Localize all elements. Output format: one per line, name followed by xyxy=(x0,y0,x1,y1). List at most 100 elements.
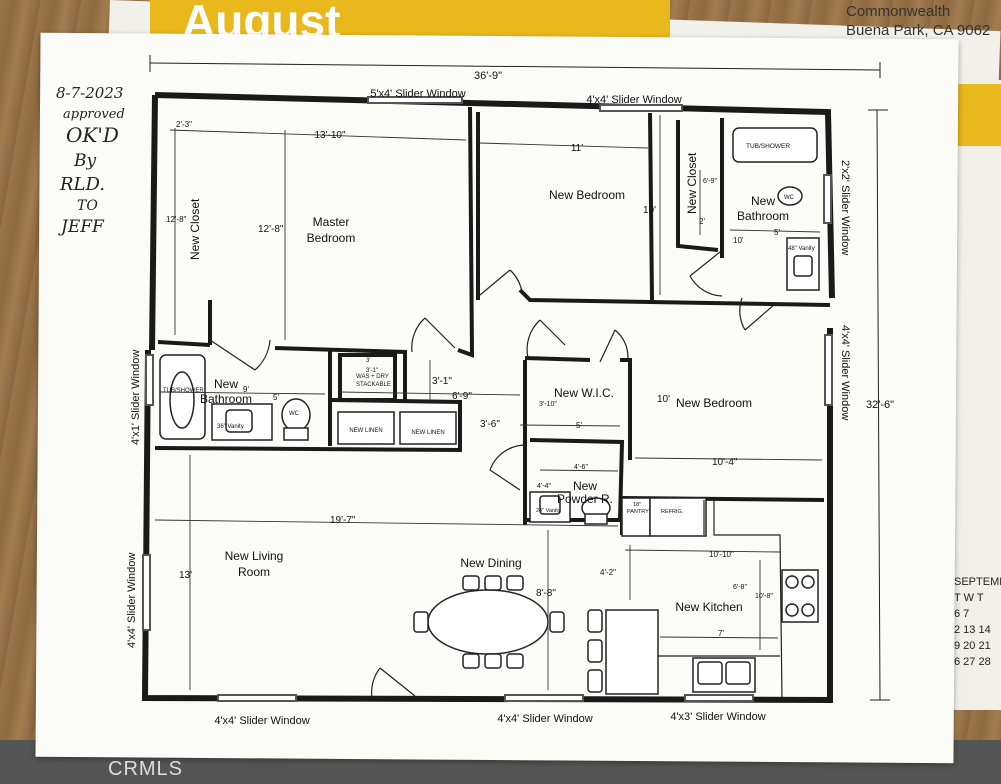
dim-13: 13' xyxy=(179,570,192,581)
dim-3-1b: 3'-1" xyxy=(432,376,452,387)
fixture-linen-1: NEW LINEN xyxy=(349,428,382,434)
note-line: approved xyxy=(63,107,125,122)
chair xyxy=(462,575,480,591)
fixture-wc-left: WC xyxy=(289,411,300,417)
calendar-side-band xyxy=(955,84,1001,146)
windows xyxy=(142,96,833,702)
room-bedroom-top: New Bedroom xyxy=(549,188,625,202)
dim-4-6: 4'-6" xyxy=(574,464,588,471)
dim-5c: 5' xyxy=(576,421,582,430)
dim-9: 9' xyxy=(243,385,249,394)
chair xyxy=(506,575,524,591)
window-label-right-upper: 2'x2' Slider Window xyxy=(839,160,851,255)
chair xyxy=(462,653,480,669)
fixtures xyxy=(159,127,820,695)
tub-top xyxy=(732,127,818,163)
kitchen-counters xyxy=(658,500,783,701)
dim-10b: 10' xyxy=(733,236,744,245)
burner-1 xyxy=(785,575,799,589)
window-label-left-upper: 4'x1' Slider Window xyxy=(130,350,142,445)
room-powder-line1: New xyxy=(573,479,597,493)
burner-2 xyxy=(801,575,815,589)
dim-8-8: 8'-8" xyxy=(536,588,556,599)
chairs xyxy=(413,575,603,693)
note-line: JEFF xyxy=(58,217,105,237)
room-living-line2: Room xyxy=(238,565,270,579)
kitchen-sink-basin-1 xyxy=(697,661,723,685)
fixture-vanity-24: 24" Vanity xyxy=(536,508,561,514)
kitchen-sink-basin-2 xyxy=(725,661,751,685)
chair xyxy=(484,575,502,591)
stool xyxy=(587,669,603,693)
room-new-closet: New Closet xyxy=(188,198,202,260)
dim-4-2: 4'-2" xyxy=(600,568,616,577)
dim-5a: 5' xyxy=(774,228,780,237)
fixture-washer-line2: STACKABLE xyxy=(356,382,391,388)
dim-3-6: 3'-6" xyxy=(480,419,500,430)
room-living-line1: New Living xyxy=(225,549,284,563)
chair xyxy=(484,653,502,669)
note-line: By xyxy=(73,151,96,171)
room-wic: New W.I.C. xyxy=(554,386,614,400)
window-label-right-mid: 4'x4' Slider Window xyxy=(839,325,851,420)
sink-24 xyxy=(539,495,561,515)
dim-6-8: 6'-8" xyxy=(733,584,747,591)
fixture-washer-line1: WAS + DRY xyxy=(356,374,389,380)
room-bath-left-line2: Bathroom xyxy=(200,392,252,406)
dim-4-4: 4'-4" xyxy=(537,483,551,490)
sink-36 xyxy=(225,409,253,433)
room-bath-top-line2: Bathroom xyxy=(737,209,789,223)
fixture-tub-top: TUB/SHOWER xyxy=(746,143,790,150)
dim-12-8b: 12'-8" xyxy=(258,224,284,235)
room-master-line2: Bedroom xyxy=(307,231,356,245)
dim-10a: 10' xyxy=(643,205,656,216)
toilet-top xyxy=(777,186,803,206)
doors xyxy=(209,251,776,699)
window-label-bottom-mid: 4'x4' Slider Window xyxy=(497,713,592,725)
room-bedroom-mid: New Bedroom xyxy=(676,396,752,410)
refrigerator xyxy=(649,497,707,537)
note-line: OK'D xyxy=(66,123,119,147)
dim-10-8: 10'-8" xyxy=(755,593,773,600)
dim-10-4: 10'-4" xyxy=(712,457,738,468)
pantry xyxy=(621,497,651,537)
overall-depth: 32'-6" xyxy=(866,399,894,411)
stool xyxy=(587,639,603,663)
dim-7: 7' xyxy=(718,629,724,638)
dim-10-10: 10'-10" xyxy=(709,550,734,559)
stool xyxy=(587,609,603,633)
room-powder-line2: Powder R. xyxy=(557,492,613,506)
calendar-address: Commonwealth Buena Park, CA 9062 xyxy=(846,3,991,39)
room-closet-small: New Closet xyxy=(685,152,699,214)
room-dining: New Dining xyxy=(460,556,521,570)
dim-13-10: 13'-10" xyxy=(314,130,345,141)
chair xyxy=(506,653,524,669)
room-bath-top-line1: New xyxy=(751,194,775,208)
dim-3-10: 3'-10" xyxy=(539,401,557,408)
fixture-pantry-size: 18" xyxy=(633,502,641,508)
dim-6-9b: 6'-9" xyxy=(452,391,472,402)
interior-walls xyxy=(154,106,831,535)
window-label-top-left: 5'x4' Slider Window xyxy=(370,88,465,100)
tub-left-basin xyxy=(169,371,195,429)
kitchen-island xyxy=(605,609,659,695)
dim-2: 2' xyxy=(699,217,705,226)
dining-table xyxy=(427,589,549,655)
watermark: CRMLS xyxy=(108,758,184,780)
dim-3-1a: 3'-1" xyxy=(366,368,378,374)
dim-3a: 3' xyxy=(366,358,370,364)
chair xyxy=(413,611,429,633)
fixture-linen-2: NEW LINEN xyxy=(411,430,444,436)
toilet-left-tank xyxy=(283,427,309,441)
fixture-vanity-48: 48" Vanity xyxy=(788,246,815,252)
dimension-lines xyxy=(154,115,823,690)
room-master-line1: Master xyxy=(313,215,350,229)
window-label-top-right: 4'x4' Slider Window xyxy=(586,94,681,106)
handwritten-approval-note: 8-7-2023 approved OK'D By RLD. TO JEFF xyxy=(56,84,125,237)
window-label-bottom-right: 4'x3' Slider Window xyxy=(670,711,765,723)
room-kitchen: New Kitchen xyxy=(675,600,742,614)
linen-closet-2 xyxy=(399,411,457,445)
note-line: TO xyxy=(77,198,98,214)
room-bath-left-line1: New xyxy=(214,377,238,391)
